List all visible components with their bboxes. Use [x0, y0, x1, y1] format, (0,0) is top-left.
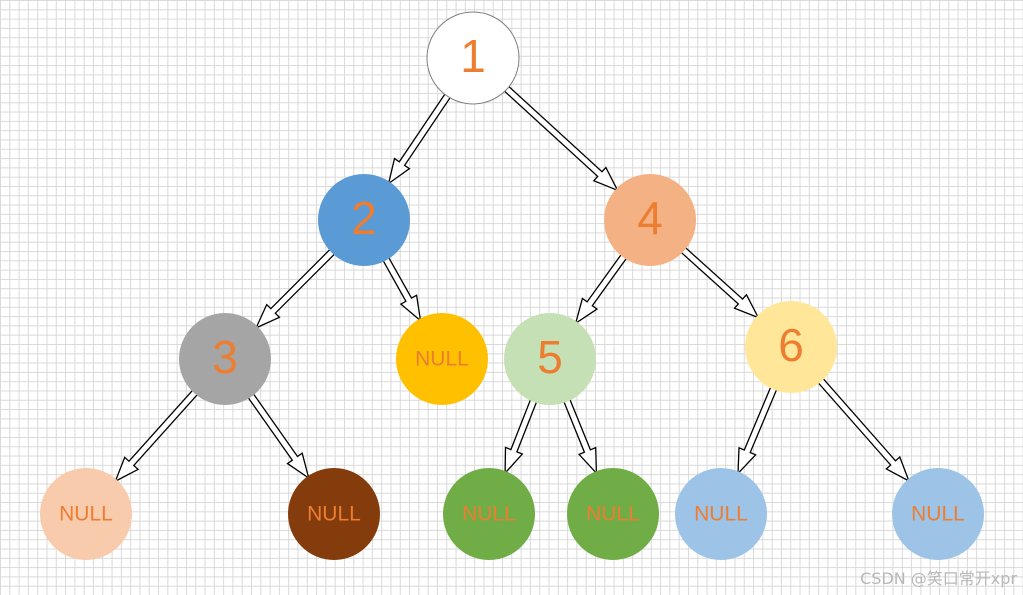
node-n5nullL: NULL	[443, 468, 535, 560]
node-label: NULL	[59, 503, 113, 526]
arrow-n3-to-n3nullL	[114, 387, 201, 483]
watermark: CSDN @笑口常开xpr	[860, 569, 1017, 588]
node-circle	[288, 468, 380, 560]
node-n2null: NULL	[396, 313, 488, 405]
node-label: 6	[778, 319, 804, 371]
node-circle	[179, 313, 271, 405]
arrow-n1-to-n4	[500, 83, 619, 192]
node-label: 2	[351, 192, 377, 244]
node-n5: 5	[504, 313, 596, 405]
arrow-n3-to-n3nullR	[245, 390, 310, 480]
tree-edges	[114, 83, 911, 483]
node-circle	[675, 468, 767, 560]
arrow-n6-to-n6nullL	[737, 383, 779, 476]
node-n6nullR: NULL	[892, 468, 984, 560]
node-circle	[40, 468, 132, 560]
node-circle	[567, 468, 659, 560]
node-n2: 2	[318, 174, 410, 266]
node-label: NULL	[462, 503, 516, 526]
node-label: 5	[537, 331, 563, 383]
node-circle	[504, 313, 596, 405]
node-circle	[604, 174, 696, 266]
arrow-n4-to-n6	[678, 244, 760, 319]
node-n6: 6	[745, 301, 837, 393]
node-circle	[892, 468, 984, 560]
node-label: NULL	[911, 503, 965, 526]
node-circle	[443, 468, 535, 560]
arrow-n5-to-n5nullL	[504, 396, 539, 475]
arrow-n1-to-n2	[387, 90, 454, 186]
node-label: 3	[212, 331, 238, 383]
node-label: 4	[637, 192, 663, 244]
arrow-n4-to-n5	[574, 251, 630, 325]
node-n3nullL: NULL	[40, 468, 132, 560]
node-label: 1	[460, 30, 486, 82]
node-n3: 3	[179, 313, 271, 405]
arrow-n2-to-n3	[254, 246, 338, 330]
node-n6nullL: NULL	[675, 468, 767, 560]
node-circle	[426, 11, 520, 105]
node-label: NULL	[694, 503, 748, 526]
node-label: NULL	[307, 503, 361, 526]
node-circle	[745, 301, 837, 393]
node-n4: 4	[604, 174, 696, 266]
arrow-n6-to-n6nullR	[815, 375, 911, 483]
node-label: NULL	[415, 348, 469, 371]
node-n5nullR: NULL	[567, 468, 659, 560]
arrow-n2-to-n2null	[380, 254, 422, 323]
node-n3nullR: NULL	[288, 468, 380, 560]
node-label: NULL	[586, 503, 640, 526]
node-n1: 1	[426, 11, 520, 105]
node-circle	[318, 174, 410, 266]
node-circle	[396, 313, 488, 405]
arrow-n5-to-n5nullR	[562, 395, 598, 475]
